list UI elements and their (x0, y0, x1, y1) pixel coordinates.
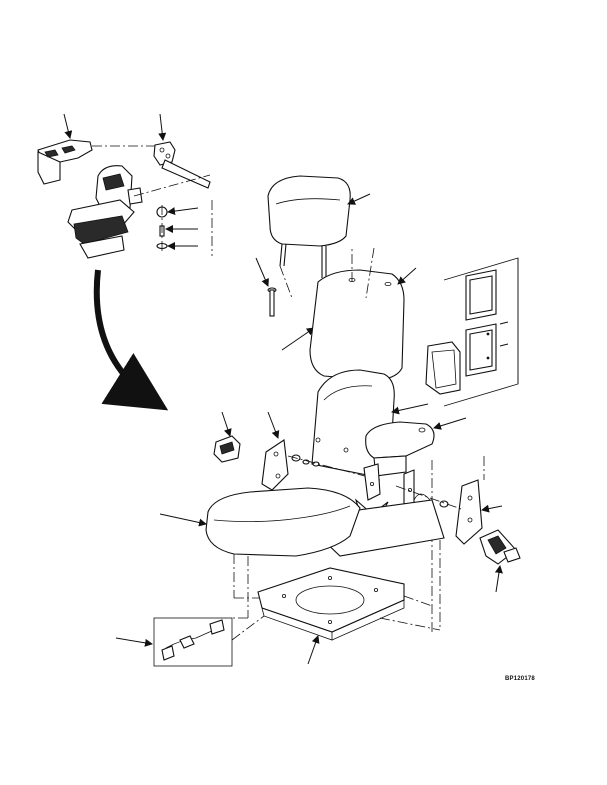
right-hinge-bracket-part (455, 479, 483, 545)
inset-dash-2 (133, 174, 211, 197)
hardware-stack-part (156, 205, 168, 252)
mounting-bracket-part (153, 141, 211, 189)
base-dash-2 (379, 617, 441, 631)
inset-seat-part (67, 165, 143, 259)
lever-handle-part (213, 435, 241, 463)
callout-armrest (433, 417, 467, 430)
headrest-dash-1 (279, 265, 293, 299)
lumbar-tick-1 (499, 321, 509, 325)
callout-left-hinge-bracket (267, 411, 280, 439)
callout-guide-pin-left (255, 257, 269, 287)
armrest-console-part (37, 139, 93, 185)
callout-right-hinge-bracket (481, 504, 503, 513)
lumbar-tick-2 (499, 343, 509, 347)
figure-id-label: BP120178 (505, 676, 535, 682)
right-hinge-dash (395, 485, 465, 511)
backrest-dash-2 (365, 247, 375, 299)
lumbar-kit-panel (425, 257, 519, 407)
callout-knob (167, 207, 199, 216)
base-dash-1 (403, 595, 433, 607)
armrest-part (365, 421, 435, 477)
seat-base-plate-part (257, 567, 405, 641)
callout-armrest-console (63, 113, 73, 139)
backrest-cushion-part (309, 269, 405, 381)
callout-mounting-bracket (158, 113, 167, 141)
wiring-harness-kit (153, 617, 233, 667)
seat-belt-buckle-part (479, 529, 521, 565)
callout-seat-base-plate (307, 635, 320, 665)
callout-wiring-harness (115, 637, 153, 647)
callout-headrest (347, 193, 371, 205)
headrest-part (267, 175, 351, 278)
callout-seat-cushion (159, 513, 207, 527)
callout-lever-handle (221, 411, 232, 437)
expansion-arrow (93, 269, 169, 411)
callout-guide-pin-right (281, 327, 315, 351)
callout-seat-belt-buckle (494, 565, 503, 593)
guide-pin-left (267, 287, 277, 317)
left-hinge-bracket-part (261, 439, 289, 491)
inset-seat-assembly (37, 113, 213, 411)
callout-backrest-frame (391, 403, 429, 415)
seat-cushion-part (205, 487, 361, 557)
callout-backrest-cushion (397, 267, 417, 285)
harness-dash (231, 615, 265, 641)
